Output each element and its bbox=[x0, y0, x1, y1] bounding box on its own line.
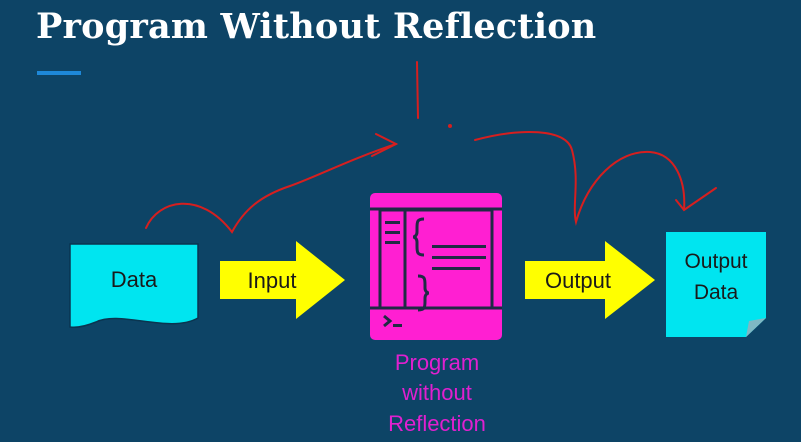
code-line bbox=[432, 256, 486, 259]
annotation-curve-left bbox=[145, 143, 397, 234]
input-data-document: Data bbox=[69, 243, 199, 328]
input-arrow-shape bbox=[220, 241, 345, 319]
output-data-note: Output Data bbox=[666, 232, 766, 337]
code-line bbox=[432, 267, 480, 270]
program-icon bbox=[370, 193, 502, 340]
input-arrow: Input bbox=[220, 241, 345, 319]
annotation-vertical-line bbox=[416, 61, 419, 119]
output-arrow-shape bbox=[525, 241, 655, 319]
data-document-shape bbox=[69, 243, 199, 328]
program-caption-line-2: without bbox=[401, 380, 472, 405]
input-arrow-label: Input bbox=[248, 268, 297, 293]
open-brace-icon bbox=[412, 217, 425, 257]
program-caption-line-3: Reflection bbox=[388, 411, 486, 436]
data-document-label: Data bbox=[111, 267, 158, 292]
output-arrow-label: Output bbox=[545, 268, 611, 293]
note-fold-corner bbox=[746, 318, 766, 337]
program-window bbox=[370, 193, 502, 340]
title-underline bbox=[37, 71, 81, 75]
annotation-dot bbox=[448, 124, 452, 128]
program-caption-line-1: Program bbox=[395, 350, 479, 375]
annotation-curve-right bbox=[474, 131, 686, 226]
close-brace-icon bbox=[417, 274, 430, 312]
output-arrow: Output bbox=[525, 241, 655, 319]
output-note-shape bbox=[666, 232, 766, 337]
annotation-arrowhead-right bbox=[675, 187, 717, 212]
code-line bbox=[432, 245, 486, 248]
red-annotations bbox=[145, 61, 717, 234]
annotation-arrowhead-left bbox=[371, 133, 399, 157]
output-note-label-line-2: Data bbox=[694, 281, 739, 304]
output-note-label-line-1: Output bbox=[684, 250, 747, 273]
terminal-prompt-icon bbox=[383, 314, 393, 328]
slide-title: Program Without Reflection bbox=[36, 6, 597, 47]
